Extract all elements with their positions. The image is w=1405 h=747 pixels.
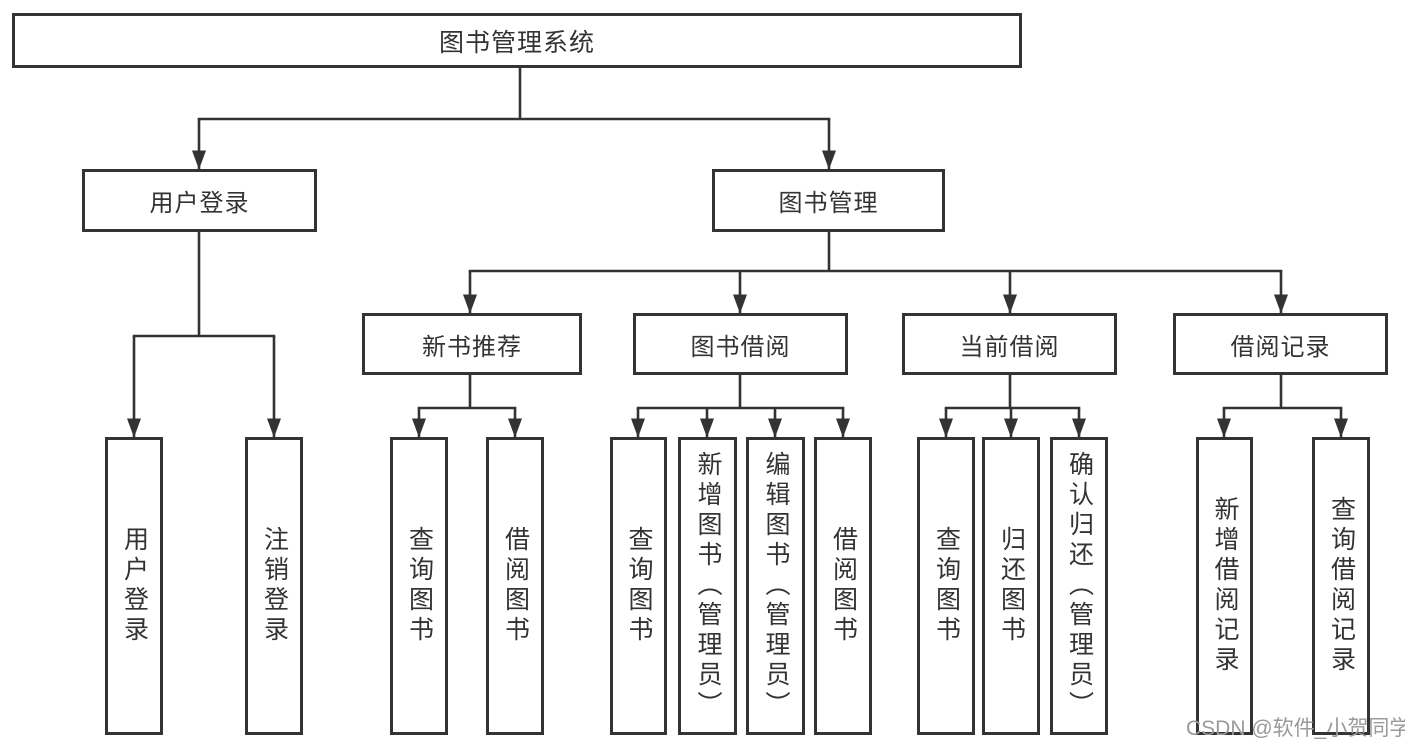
leaf-label: 借阅图书 [829, 526, 858, 646]
csdn-watermark: CSDN @软件_小贺同学 [1186, 717, 1405, 740]
node-root-library-system: 图书管理系统 [12, 13, 1022, 68]
leaf-add-borrow-record: 新增借阅记录 [1196, 437, 1253, 735]
node-user-login: 用户登录 [82, 169, 317, 232]
leaf-borrow-books-newbook: 借阅图书 [486, 437, 544, 735]
node-label: 新书推荐 [422, 333, 522, 361]
leaf-label: 编辑图书（管理员） [762, 451, 790, 721]
node-label: 图书管理系统 [438, 28, 595, 57]
leaf-return-book: 归还图书 [982, 437, 1040, 735]
leaf-query-books-newbook: 查询图书 [390, 437, 448, 735]
leaf-label: 查询借阅记录 [1327, 496, 1356, 676]
leaf-confirm-return-admin: 确认归还（管理员） [1050, 437, 1108, 735]
leaf-query-books-current: 查询图书 [917, 437, 975, 735]
leaf-add-book-admin: 新增图书（管理员） [678, 437, 737, 735]
leaf-label: 确认归还（管理员） [1065, 451, 1094, 721]
leaf-user-login: 用户登录 [105, 437, 163, 735]
leaf-edit-book-admin: 编辑图书（管理员） [746, 437, 805, 735]
leaf-logout: 注销登录 [245, 437, 303, 735]
node-label: 当前借阅 [959, 333, 1060, 361]
node-borrowing-records: 借阅记录 [1173, 313, 1388, 375]
leaf-label: 新增借阅记录 [1211, 496, 1239, 676]
node-book-borrowing: 图书借阅 [633, 313, 848, 375]
node-label: 图书管理 [778, 190, 879, 217]
leaf-query-books-borrow: 查询图书 [610, 437, 667, 735]
leaf-label: 归还图书 [997, 526, 1026, 646]
leaf-label: 查询图书 [405, 526, 434, 646]
node-current-borrowing: 当前借阅 [902, 313, 1117, 375]
leaf-label: 查询图书 [932, 526, 961, 646]
node-label: 图书借阅 [690, 333, 791, 361]
node-new-book-recommendation: 新书推荐 [362, 313, 582, 375]
leaf-label: 用户登录 [120, 526, 149, 646]
leaf-label: 借阅图书 [501, 526, 530, 646]
leaf-label: 新增图书（管理员） [694, 451, 722, 721]
leaf-borrow-books: 借阅图书 [814, 437, 872, 735]
node-book-management: 图书管理 [712, 169, 945, 232]
leaf-label: 查询图书 [625, 526, 653, 646]
leaf-query-borrow-record: 查询借阅记录 [1312, 437, 1370, 735]
node-label: 借阅记录 [1230, 333, 1331, 361]
node-label: 用户登录 [149, 190, 250, 217]
leaf-label: 注销登录 [260, 526, 289, 646]
